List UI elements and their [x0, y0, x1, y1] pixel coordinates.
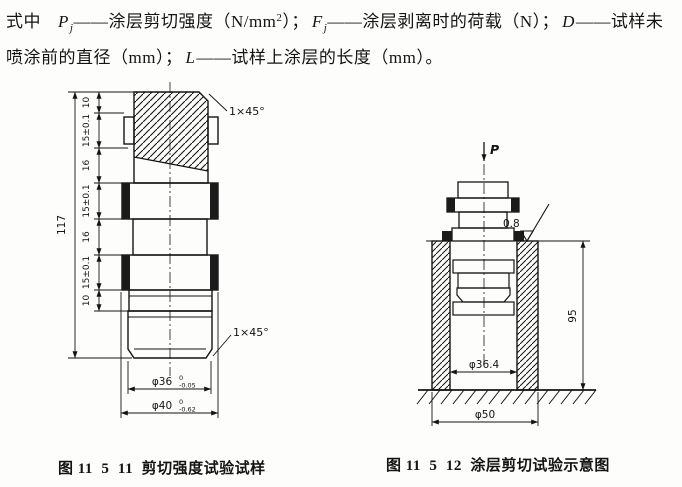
legend-text-close-paren: ）；: [282, 12, 309, 31]
dia40-upper-tolerance: 0: [179, 398, 183, 406]
legend-text-load: ——涂层剥离时的荷载（N）；: [327, 12, 560, 31]
dia40-label: φ40: [152, 400, 172, 412]
chain-dim-label: 15±0.1: [82, 256, 92, 289]
var-P-subscript: j: [69, 22, 74, 34]
coating-band: [122, 255, 130, 290]
specimen-top-block: [457, 181, 509, 199]
chain-dim-label: 16: [82, 231, 92, 243]
neck-section: [128, 289, 213, 312]
chamfer-bottom-label: 1×45°: [233, 326, 269, 339]
depth-label: 95: [567, 309, 579, 322]
legend-text-shear-strength: ——涂层剪切强度（N/mm: [73, 12, 277, 31]
specimen-coated-ring: [446, 197, 520, 213]
chain-dim-label: 16: [82, 160, 92, 172]
chamfer-top-label: 1×45°: [229, 105, 265, 118]
var-F-subscript: j: [323, 22, 328, 34]
caption-figure-11-5-11: 图 11 5 11 剪切强度试验试样: [58, 461, 266, 477]
schematic-dimension-lines: [431, 240, 586, 426]
specimen-mid-block: [458, 211, 508, 229]
die-wall-right: [516, 240, 539, 391]
specimen-coating-bands: [442, 198, 524, 241]
var-L: L: [185, 48, 196, 67]
specimen-inside-die: [452, 259, 515, 316]
legend-text-length: ——试样上涂层的长度（mm）。: [196, 48, 443, 67]
specimen-upper-stack: [446, 181, 520, 242]
dia40-lower-tolerance: -0.62: [179, 406, 196, 414]
coating-band: [447, 198, 455, 212]
caption-figure-11-5-12: 图 11 5 12 涂层剪切试验示意图: [386, 458, 610, 474]
overall-length-label: 117: [56, 215, 68, 235]
dia36-label: φ36: [152, 376, 173, 388]
chamfer-top-leader: [208, 93, 228, 112]
legend-prefix: 式中: [6, 12, 41, 31]
var-D: D: [562, 12, 575, 31]
dimension-lines: [68, 91, 232, 418]
var-F: F: [311, 12, 323, 31]
dia36-upper-tolerance: 0: [179, 374, 183, 382]
figure-shear-test-schematic-drawing: P 0.8: [416, 142, 597, 426]
coating-band: [514, 231, 524, 241]
coating-band: [210, 183, 218, 219]
dia-outer-label: φ50: [475, 409, 495, 421]
figure-shear-specimen-drawing: 117 10 15±0.1 16 15±0.1 16 15±0.1 10 1×4…: [56, 82, 269, 418]
coating-bands: [122, 183, 218, 290]
chain-dim-label: 15±0.1: [82, 114, 92, 147]
chamfer-bottom-leader: [212, 334, 232, 357]
inner-step-1: [452, 259, 515, 274]
chain-dim-label: 10: [82, 295, 92, 307]
legend-text-diameter: 喷涂前的直径（mm）；: [6, 48, 183, 67]
grip-section: [127, 310, 213, 359]
inner-step-2: [457, 272, 510, 289]
dia-inner-label: φ36.4: [469, 359, 500, 371]
var-P: P: [58, 12, 69, 31]
head-ring-tab-left: [123, 116, 135, 145]
coating-band: [442, 231, 452, 241]
section-hatch-area: [134, 92, 208, 171]
die-wall-left: [431, 240, 451, 391]
surface-finish-mark: [520, 203, 550, 243]
section-break-line: [133, 156, 209, 172]
chain-dim-label: 15±0.1: [82, 184, 92, 217]
coating-band: [511, 198, 519, 212]
head-ring-tab-right: [207, 116, 219, 145]
coating-band: [210, 255, 218, 290]
ground-hatching: [416, 389, 597, 405]
coating-band: [122, 183, 130, 219]
legend-line-2: 喷涂前的直径（mm）；L——试样上涂层的长度（mm）。: [6, 43, 678, 72]
inner-chamfered-block: [456, 287, 511, 303]
chain-dim-label: 10: [82, 97, 92, 109]
load-label: P: [490, 142, 499, 157]
legend-text-specimen: ——试样未: [575, 12, 664, 31]
roughness-label: 0.8: [503, 218, 520, 230]
inner-step-3: [452, 301, 515, 316]
dia36-lower-tolerance: -0.05: [179, 382, 196, 390]
unit-superscript-2: 2: [276, 12, 283, 24]
finish-mark-tail: [526, 203, 550, 242]
